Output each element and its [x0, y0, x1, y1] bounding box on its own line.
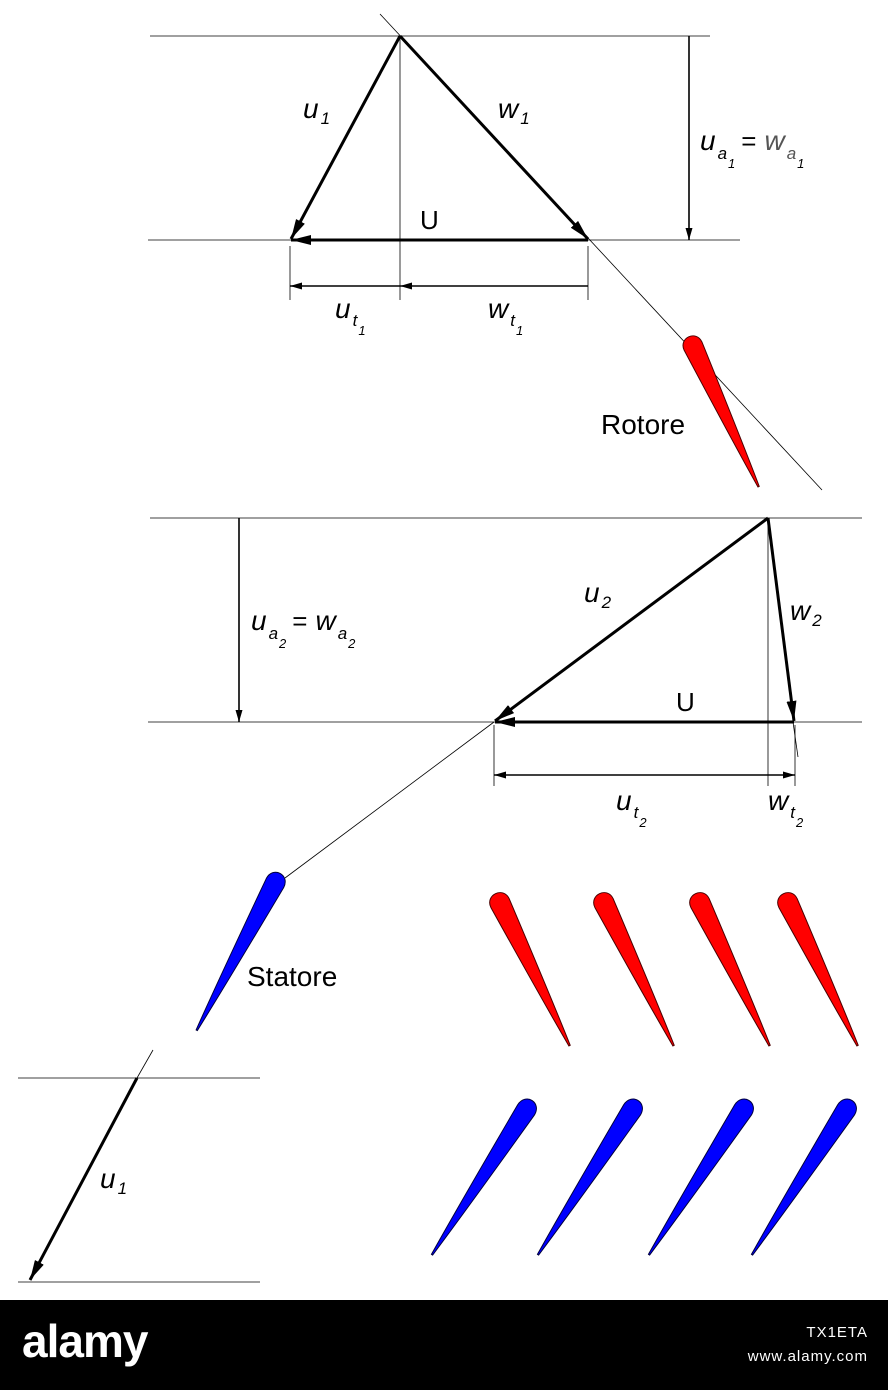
rotor-outlet-direction-line — [792, 721, 799, 758]
w2-vector — [766, 517, 797, 722]
stator-exit-direction-line — [136, 1049, 154, 1079]
stator-inlet-direction-line — [284, 721, 495, 879]
rotor-cascade-blade — [773, 888, 868, 1051]
site-url[interactable]: www.alamy.com — [747, 1348, 868, 1365]
stator-cascade — [423, 1094, 862, 1261]
rotor-cascade-blade — [685, 888, 780, 1051]
stator-cascade-blade — [640, 1094, 759, 1261]
stator-cascade-blade — [529, 1094, 648, 1261]
rotore-label: Rotore — [601, 409, 685, 440]
rotor-blade — [679, 331, 769, 492]
rotor-cascade — [485, 888, 868, 1051]
U-top-label: U — [420, 205, 439, 235]
stator-cascade-blade — [743, 1094, 862, 1261]
stator-blade — [187, 868, 290, 1036]
w1-vector — [398, 34, 590, 241]
u2-vector — [494, 516, 769, 723]
statore-label: Statore — [247, 961, 337, 992]
alamy-logo[interactable]: alamy — [22, 1315, 148, 1367]
stator-cascade-blade — [423, 1094, 542, 1261]
U-bottom-label: U — [676, 687, 695, 717]
rotor-cascade-blade — [589, 888, 684, 1051]
u1-vector — [289, 35, 402, 240]
rotor-cascade-blade — [485, 888, 580, 1051]
image-id: TX1ETA — [806, 1324, 868, 1341]
u1-bottom-vector — [28, 1077, 139, 1281]
watermark-footer: alamy TX1ETA www.alamy.com — [0, 1300, 888, 1390]
